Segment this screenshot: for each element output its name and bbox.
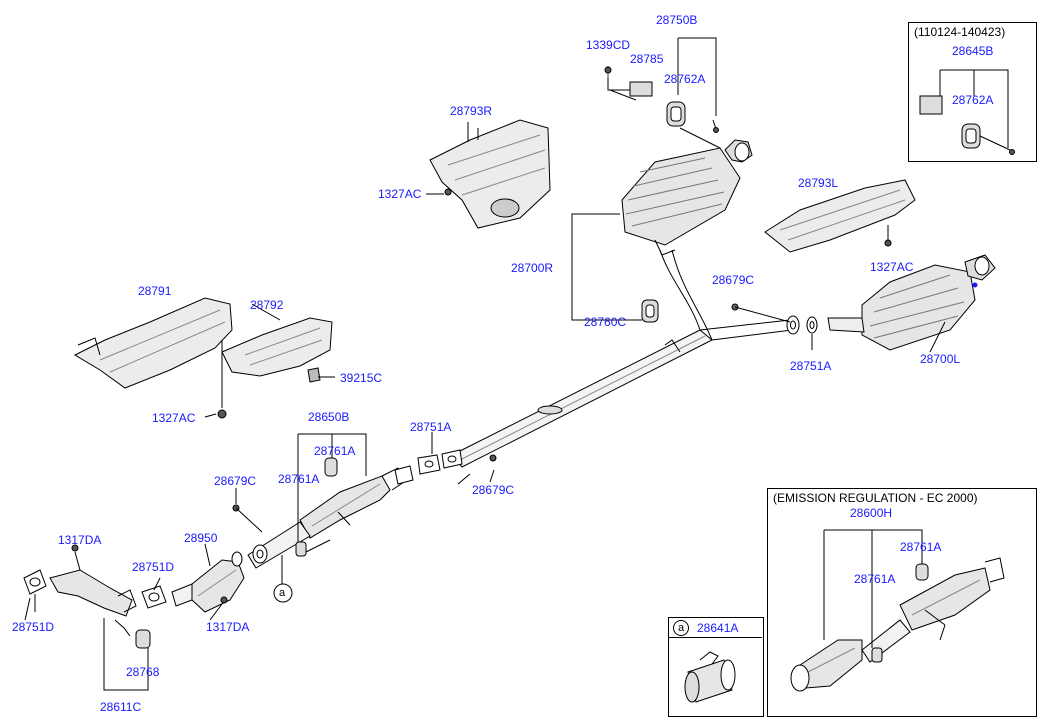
label-39215C: 39215C	[340, 371, 383, 385]
front-pipe-28611C	[49, 544, 151, 691]
label-28751A-r: 28751A	[790, 359, 832, 373]
bolt-1327AC-front	[217, 340, 227, 419]
label-28679C-r: 28679C	[712, 273, 755, 287]
clamp-part-label: 28641A	[697, 621, 739, 635]
hanger-28760C	[641, 299, 659, 323]
label-28760C: 28760C	[584, 315, 627, 329]
emission-label-28761A-b: 28761A	[854, 572, 896, 586]
label-28768: 28768	[126, 665, 160, 679]
label-28793R: 28793R	[450, 104, 493, 118]
label-28679C-m: 28679C	[472, 483, 515, 497]
rear-muffler-right	[621, 139, 753, 256]
heat-shield-28791	[73, 297, 233, 389]
inset-date-range: (110124-140423)	[914, 25, 1006, 39]
inset-box-clamp	[668, 617, 764, 717]
label-28791: 28791	[138, 284, 172, 298]
label-28761A-a: 28761A	[314, 444, 356, 458]
label-28762A-top: 28762A	[664, 72, 706, 86]
callout-circle-a	[273, 583, 293, 603]
inset-emission-parts	[790, 529, 1005, 692]
center-pipe	[451, 249, 793, 468]
clamp-callout-circle: a	[673, 620, 689, 636]
center-pipe-bracket	[537, 405, 563, 415]
label-28793L: 28793L	[798, 176, 839, 190]
gaskets-front	[23, 569, 167, 612]
callout-a-label: a	[279, 587, 286, 599]
heat-shield-28792	[221, 317, 333, 383]
rear-gaskets	[731, 303, 818, 335]
label-1317DA-b: 1317DA	[206, 620, 250, 634]
inset-top-parts	[919, 69, 1015, 155]
catalytic-converter-28950	[171, 551, 245, 613]
inset-box-clamp-header	[668, 617, 762, 638]
inset-clamp-part	[684, 651, 736, 703]
label-28679C-l: 28679C	[214, 474, 257, 488]
leader-lines	[24, 128, 946, 621]
gaskets-middle	[232, 449, 497, 564]
label-1327AC-h: 1327AC	[152, 411, 196, 425]
rear-muffler-left	[827, 254, 996, 351]
label-28750B: 28750B	[656, 13, 698, 27]
label-28751D-a: 28751D	[132, 560, 175, 574]
label-1327AC-l: 1327AC	[870, 260, 914, 274]
emission-title: (EMISSION REGULATION - EC 2000)	[773, 491, 978, 505]
label-28751A-m: 28751A	[410, 420, 452, 434]
label-28700L: 28700L	[920, 352, 961, 366]
inset-label-28645B: 28645B	[952, 44, 994, 58]
emission-label-28761A-a: 28761A	[900, 540, 942, 554]
label-1317DA-a: 1317DA	[58, 533, 102, 547]
heat-shield-28793L	[764, 179, 916, 253]
label-28785: 28785	[630, 52, 664, 66]
label-28761A-b: 28761A	[278, 472, 320, 486]
label-28950: 28950	[184, 531, 218, 545]
inset-box-date	[908, 22, 1037, 162]
label-28751D-b: 28751D	[12, 620, 55, 634]
label-28792: 28792	[250, 298, 284, 312]
hanger-group-top	[604, 37, 721, 149]
label-1339CD: 1339CD	[586, 38, 631, 52]
label-28611C: 28611C	[100, 700, 142, 714]
label-28650B: 28650B	[308, 410, 350, 424]
label-28700R: 28700R	[511, 261, 554, 275]
inset-label-28762A: 28762A	[952, 93, 994, 107]
label-1327AC-r: 1327AC	[378, 187, 422, 201]
inset-box-emission	[767, 488, 1037, 717]
heat-shield-28793R	[429, 119, 551, 229]
emission-label-28600H: 28600H	[850, 506, 893, 520]
